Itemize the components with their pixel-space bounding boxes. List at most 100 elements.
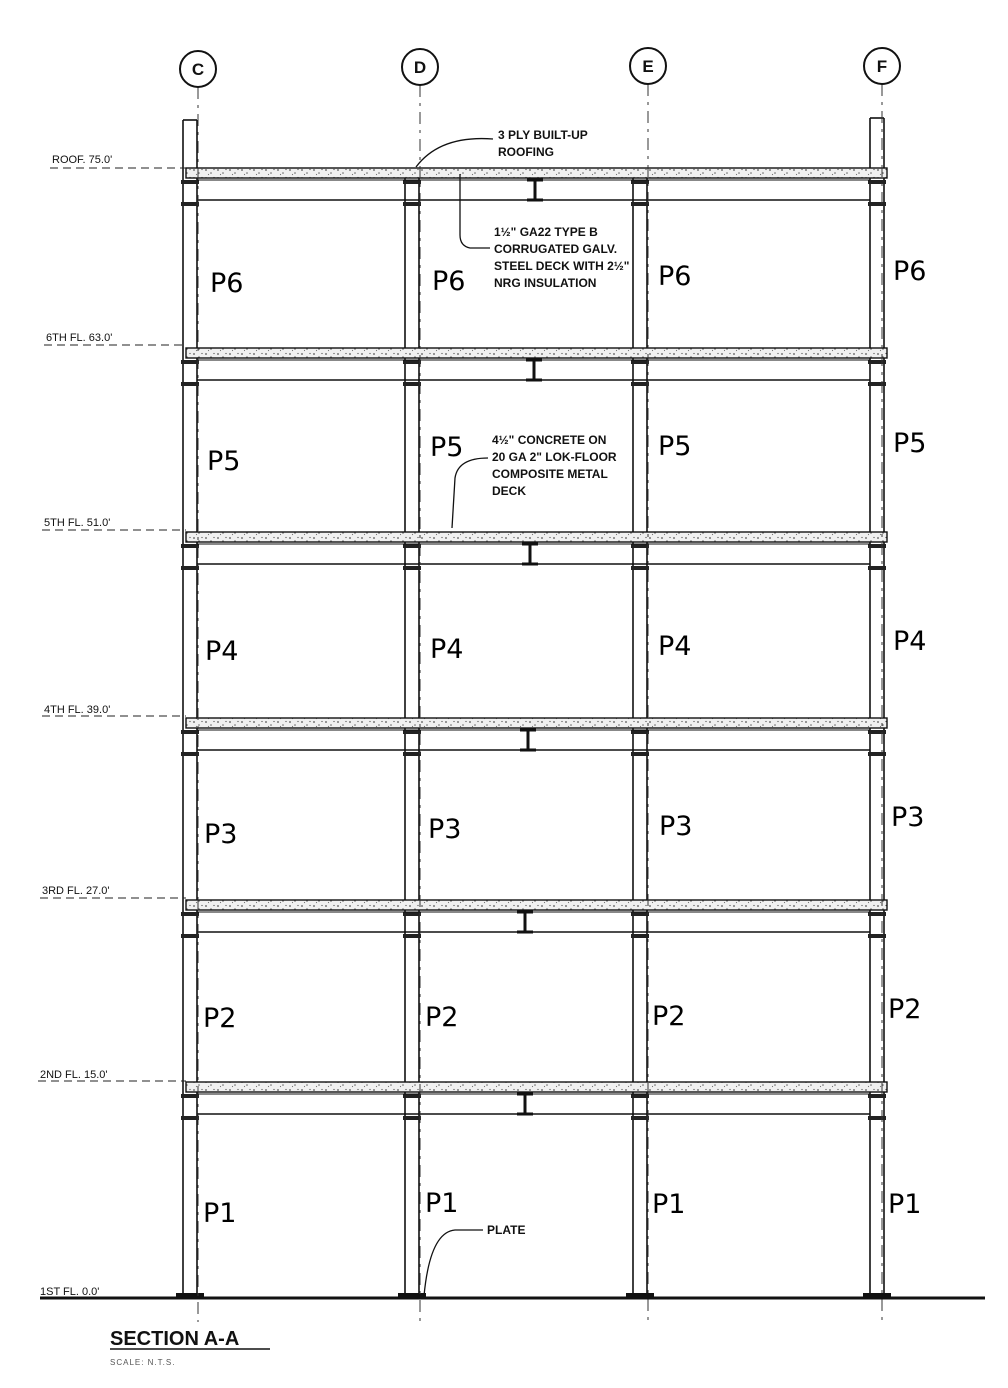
grid-bubble-d: D	[401, 48, 439, 86]
piece-label: P3	[428, 814, 461, 845]
splice-plate	[868, 180, 886, 184]
svg-text:C: C	[192, 60, 204, 79]
piece-labels: P6 P6 P6 P6 P5 P5 P5 P5 P4 P4 P4 P4 P3 P…	[203, 256, 926, 1229]
splice-plate	[181, 1094, 199, 1098]
splice-plate	[181, 382, 199, 386]
svg-text:4½" CONCRETE ON: 4½" CONCRETE ON	[492, 433, 606, 447]
splice-plate	[868, 202, 886, 206]
splice-plate	[868, 360, 886, 364]
note-plate: PLATE	[423, 1223, 525, 1297]
splice-plate	[403, 382, 421, 386]
level-label-6th: 6TH FL. 63.0'	[46, 332, 112, 344]
grid-lines	[197, 84, 883, 1322]
floor-beams	[197, 178, 870, 1116]
note-roofing: 3 PLY BUILT-UP ROOFING	[415, 128, 588, 168]
grid-bubble-f: F	[863, 47, 901, 85]
floor-slab	[185, 899, 888, 911]
splice-plate	[631, 360, 649, 364]
piece-label: P2	[203, 1003, 236, 1034]
splice-plate	[631, 752, 649, 756]
piece-label: P1	[203, 1198, 236, 1229]
level-lines	[38, 167, 186, 1082]
column	[398, 170, 426, 1298]
beam-section	[517, 1092, 533, 1116]
splice-plate	[181, 752, 199, 756]
piece-label: P4	[893, 626, 926, 657]
drawing-scale: SCALE: N.T.S.	[110, 1358, 175, 1367]
grid-bubbles: C D E F	[179, 47, 901, 88]
splice-plate	[868, 1094, 886, 1098]
column	[626, 170, 654, 1298]
splice-plate	[403, 180, 421, 184]
level-label-1st: 1ST FL. 0.0'	[40, 1286, 99, 1298]
piece-label: P4	[205, 636, 238, 667]
piece-label: P4	[658, 631, 691, 662]
piece-label: P1	[652, 1189, 685, 1220]
splice-plate	[403, 730, 421, 734]
drawing-title: SECTION A-A	[110, 1328, 239, 1350]
piece-label: P6	[210, 268, 243, 299]
beam-section	[526, 358, 542, 382]
column	[176, 119, 204, 1298]
note-floor-deck: 4½" CONCRETE ON 20 GA 2" LOK-FLOOR COMPO…	[451, 433, 617, 529]
splice-plate	[403, 544, 421, 548]
splice-plate	[403, 934, 421, 938]
svg-text:COMPOSITE METAL: COMPOSITE METAL	[492, 467, 608, 481]
piece-label: P5	[658, 431, 691, 462]
splice-plate	[403, 752, 421, 756]
splice-plate	[403, 360, 421, 364]
grid-bubble-c: C	[179, 50, 217, 88]
piece-label: P3	[204, 819, 237, 850]
splice-plate	[181, 202, 199, 206]
splice-plate	[868, 912, 886, 916]
base-plate	[626, 1293, 654, 1298]
piece-label: P1	[425, 1188, 458, 1219]
floor-slab	[185, 717, 888, 729]
level-label-2nd: 2ND FL. 15.0'	[40, 1069, 108, 1081]
note-roof-deck: 1½" GA22 TYPE B CORRUGATED GALV. STEEL D…	[459, 174, 630, 290]
piece-label: P1	[888, 1189, 921, 1220]
svg-text:1½" GA22 TYPE B: 1½" GA22 TYPE B	[494, 225, 598, 239]
splice-plate	[403, 1094, 421, 1098]
splice-plate	[181, 566, 199, 570]
svg-text:3 PLY BUILT-UP: 3 PLY BUILT-UP	[498, 128, 588, 142]
beam-section	[527, 178, 543, 202]
piece-label: P3	[891, 802, 924, 833]
level-labels: ROOF. 75.0' 6TH FL. 63.0' 5TH FL. 51.0' …	[40, 154, 112, 1298]
splice-plate	[181, 544, 199, 548]
splice-plate	[631, 202, 649, 206]
splice-plate	[403, 1116, 421, 1120]
splice-plate	[868, 934, 886, 938]
splice-plate	[181, 360, 199, 364]
splice-plate	[868, 730, 886, 734]
splice-plate	[181, 730, 199, 734]
piece-label: P2	[652, 1001, 685, 1032]
svg-text:E: E	[642, 57, 653, 76]
splice-plate	[403, 566, 421, 570]
level-label-4th: 4TH FL. 39.0'	[44, 704, 110, 716]
splice-plate	[181, 1116, 199, 1120]
splice-plate	[868, 544, 886, 548]
splice-plate	[631, 180, 649, 184]
svg-text:ROOFING: ROOFING	[498, 145, 554, 159]
floor-slab	[185, 347, 888, 359]
level-label-roof: ROOF. 75.0'	[52, 154, 112, 166]
base-plate	[398, 1293, 426, 1298]
columns	[176, 117, 891, 1298]
base-plate	[176, 1293, 204, 1298]
splice-plate	[181, 180, 199, 184]
splice-plate	[631, 544, 649, 548]
splice-plate	[631, 382, 649, 386]
piece-label: P5	[207, 446, 240, 477]
svg-text:STEEL DECK WITH 2½": STEEL DECK WITH 2½"	[494, 259, 630, 273]
svg-text:PLATE: PLATE	[487, 1223, 525, 1237]
floor-slab	[185, 1081, 888, 1093]
svg-text:D: D	[414, 58, 426, 77]
svg-text:DECK: DECK	[492, 484, 526, 498]
splice-plate	[631, 1094, 649, 1098]
piece-label: P6	[432, 266, 465, 297]
piece-label: P3	[659, 811, 692, 842]
splice-plate	[631, 566, 649, 570]
piece-label: P6	[658, 261, 691, 292]
